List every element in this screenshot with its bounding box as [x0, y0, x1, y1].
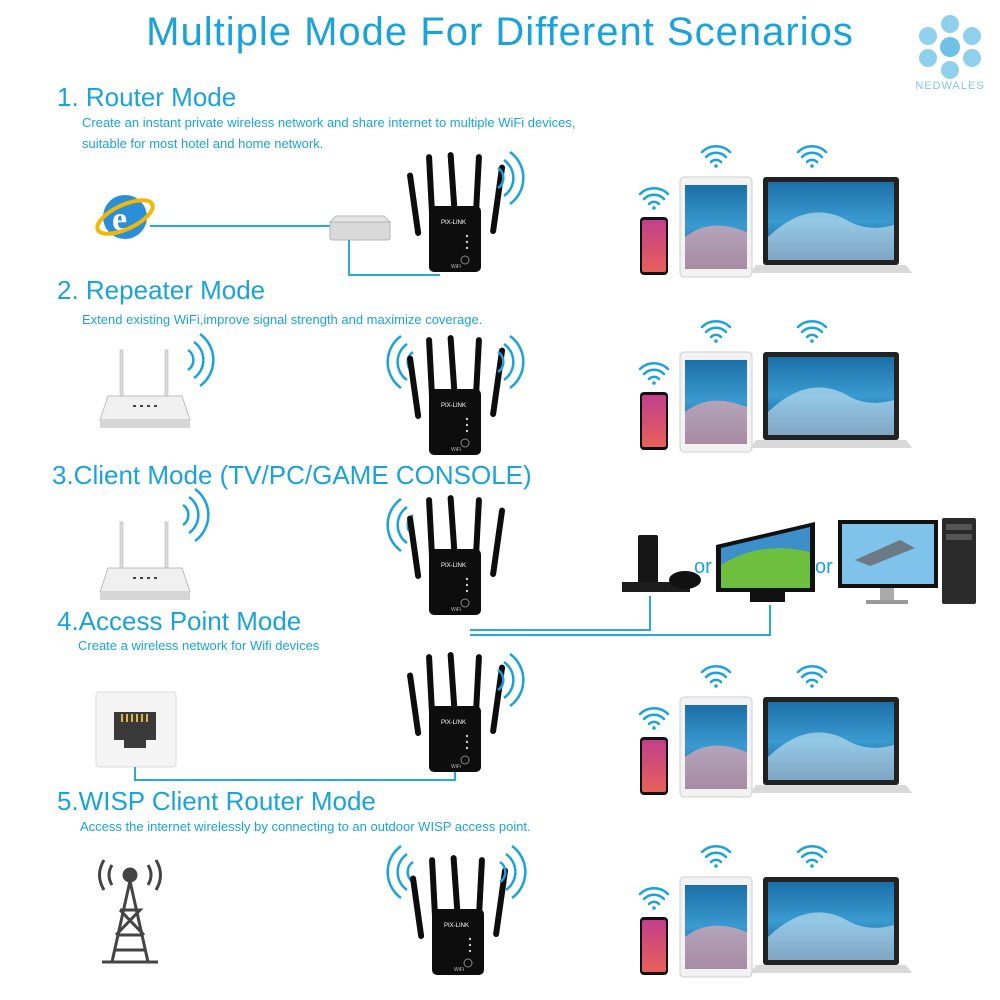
mode-1-desc-line-2: suitable for most hotel and home network…: [82, 136, 324, 151]
extender-row-4: [406, 651, 506, 773]
tv-screen: [716, 522, 815, 602]
wifi-devices-row-4: [640, 666, 912, 797]
wisp-tower-icon: [98, 859, 162, 964]
brand-logo: NEDWALES: [910, 12, 990, 97]
extender-row-1: [406, 151, 506, 273]
or-label-2: or: [815, 556, 833, 578]
ie-internet-icon: e: [95, 195, 155, 239]
mode-3-title: 3.Client Mode (TV/PC/GAME CONSOLE): [52, 460, 532, 490]
cable-to-tv: [470, 605, 771, 636]
desktop-pc: [838, 518, 976, 604]
wifi-devices-row-1: [640, 146, 912, 277]
main-router-row-2: [99, 349, 191, 429]
mode-4-desc: Create a wireless network for Wifi devic…: [78, 638, 320, 653]
ethernet-cable-row-4: [134, 767, 456, 781]
wifi-signal-router-row-3-icon: [181, 487, 210, 543]
mode-2-title: 2. Repeater Mode: [57, 275, 266, 305]
extender-row-3: [406, 494, 506, 616]
mode-4-title: 4.Access Point Mode: [57, 606, 302, 636]
mode-1-title: 1. Router Mode: [57, 82, 237, 112]
snowflake-logo-icon: [919, 15, 981, 79]
extender-row-5: [409, 854, 509, 976]
ethernet-cable-row-1: [348, 240, 440, 276]
mode-2-desc: Extend existing WiFi,improve signal stre…: [82, 312, 483, 327]
mode-5-desc: Access the internet wirelessly by connec…: [80, 819, 531, 834]
brand-name: NEDWALES: [915, 80, 985, 92]
ethernet-port: [95, 691, 177, 768]
main-router-row-3: [99, 521, 191, 601]
mode-1-desc-line-1: Create an instant private wireless netwo…: [82, 115, 576, 130]
wifi-devices-row-5: [640, 846, 912, 977]
extender-row-2: [406, 334, 506, 456]
modem-device: [328, 215, 392, 241]
game-console: [622, 535, 701, 592]
or-label-1: or: [694, 556, 712, 578]
wifi-devices-row-2: [640, 321, 912, 452]
wifi-signal-router-row-2-icon: [186, 332, 215, 388]
wifi-signal-left-row-5-icon: [386, 844, 415, 900]
mode-5-title: 5.WISP Client Router Mode: [57, 786, 376, 816]
page-title: Multiple Mode For Different Scenarios: [146, 10, 854, 54]
cable-to-console: [470, 596, 651, 631]
